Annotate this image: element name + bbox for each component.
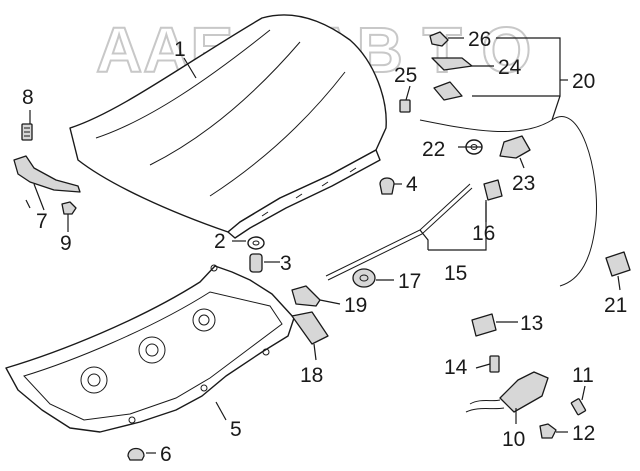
callout-14: 14 [444,356,468,379]
callout-8: 8 [22,86,34,109]
hinge-nut [61,201,77,215]
bracket-18 [291,311,329,345]
callout-23: 23 [512,172,535,195]
callout-24: 24 [498,56,522,79]
clip-20-bracket [433,81,463,101]
callout-10: 10 [502,428,525,451]
latch-bolt-11 [570,398,587,416]
callout-4: 4 [406,173,418,196]
callout-labels: 1 2 3 4 5 6 7 8 9 10 11 12 13 14 15 16 1… [22,28,627,466]
callout-25: 25 [394,64,417,87]
callout-16: 16 [472,222,495,245]
grommet-17 [352,268,376,288]
callout-5: 5 [230,418,242,441]
callout-13: 13 [520,312,543,335]
callout-9: 9 [60,232,72,255]
bolt-25 [399,99,411,113]
bolt-14 [489,355,500,373]
callout-19: 19 [344,294,367,317]
callout-12: 12 [572,422,595,445]
hood-insulator [5,264,295,433]
callout-22: 22 [422,138,445,161]
callout-1: 1 [174,38,186,61]
cable-holder-23 [499,135,531,159]
callout-18: 18 [300,364,323,387]
callout-20: 20 [572,70,595,93]
callout-6: 6 [160,443,172,466]
hinge-bolt [21,123,33,141]
bumper-stop [249,253,263,273]
rod-clip-16 [483,179,503,201]
nut-26 [429,31,449,47]
hood-hinge [13,155,81,193]
rubber-bumper [379,177,395,195]
latch-nut-12 [539,423,557,439]
bracket-13 [471,313,497,337]
callout-3: 3 [280,252,292,275]
cable-end-21 [605,251,631,277]
callout-7: 7 [36,210,48,233]
callout-26: 26 [468,28,491,51]
callout-17: 17 [398,270,421,293]
washer [247,236,265,250]
clip-19 [291,285,321,307]
callout-15: 15 [444,262,467,285]
release-cable [419,116,598,287]
callout-11: 11 [572,364,594,387]
callout-21: 21 [604,294,627,317]
hood-panel [69,14,387,239]
clip-6 [127,447,145,461]
latch-assembly [465,371,549,413]
leader-lines [25,37,621,454]
callout-2: 2 [214,230,226,253]
